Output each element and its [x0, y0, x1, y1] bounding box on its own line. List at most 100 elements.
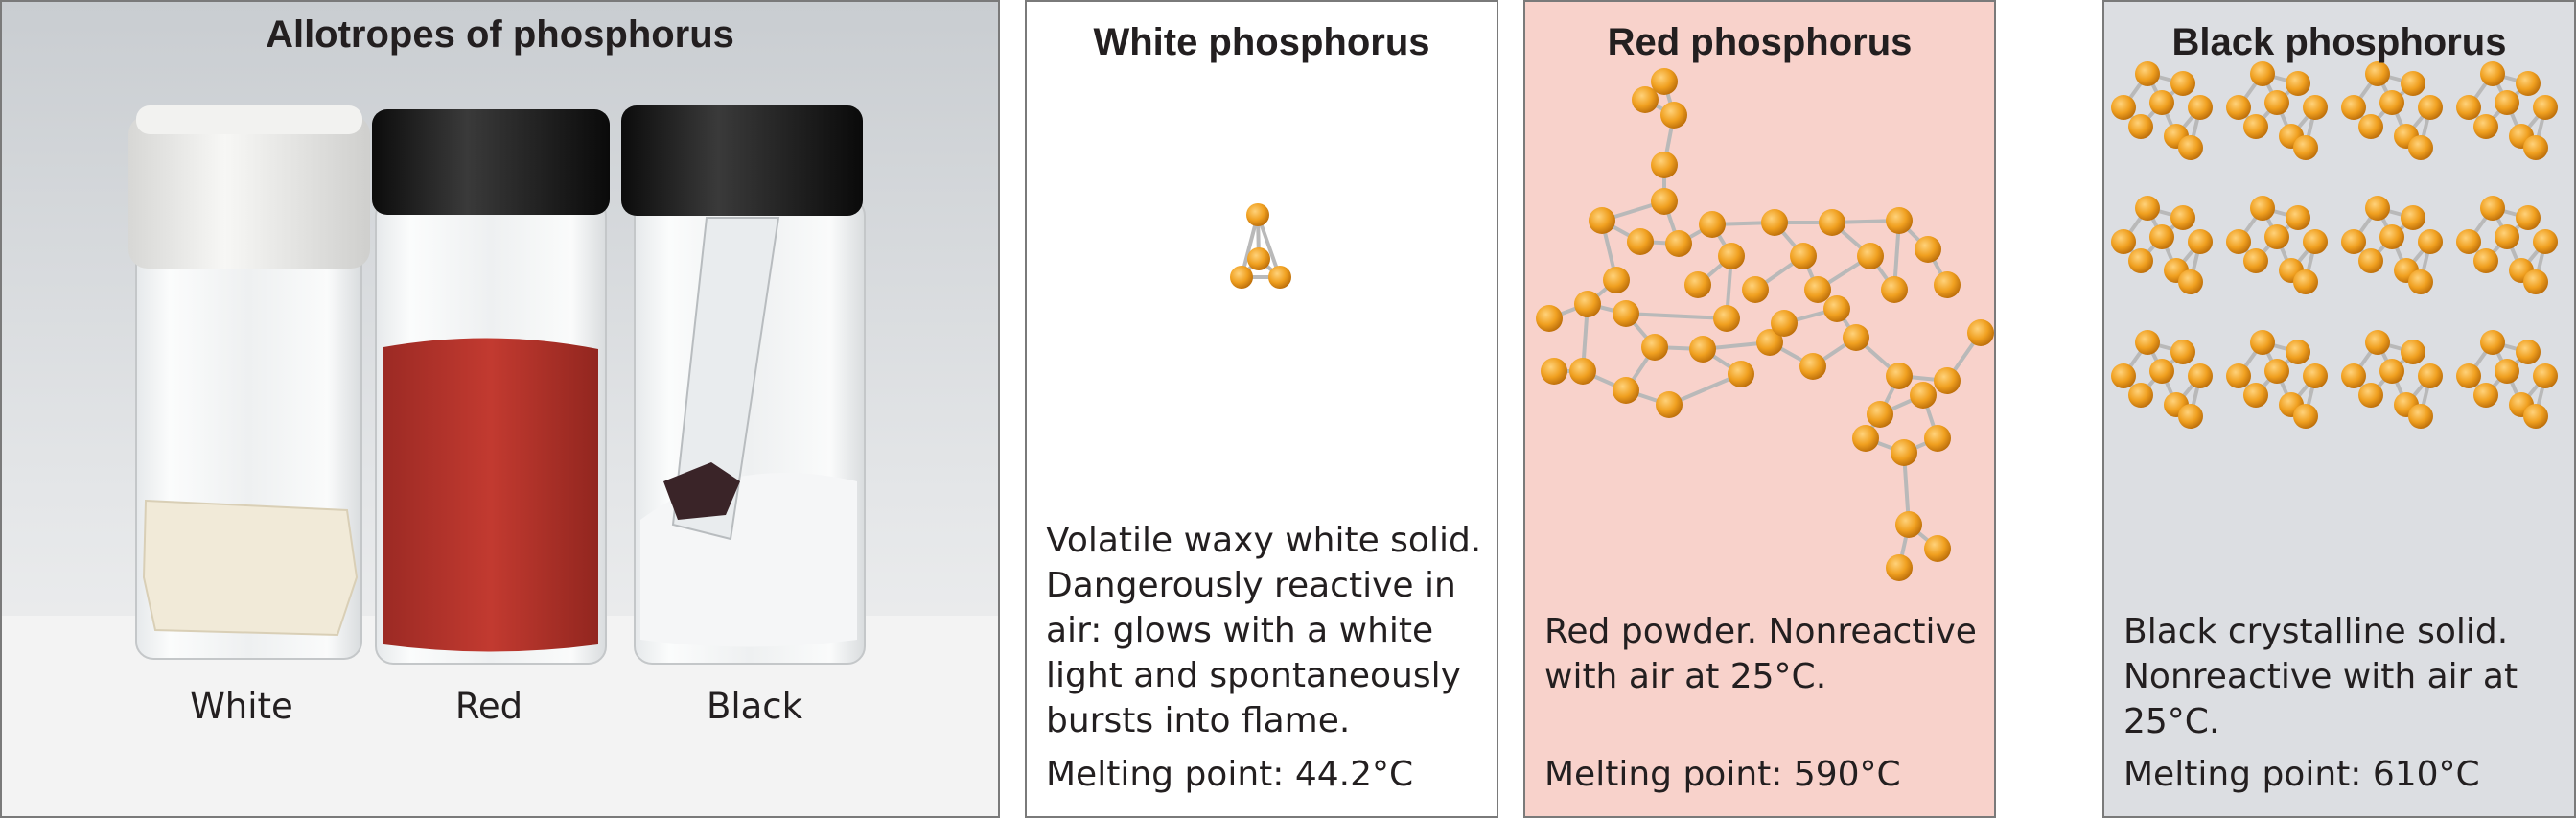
- phosphorus-atom: [2178, 135, 2203, 160]
- phosphorus-atom: [2379, 359, 2404, 384]
- phosphorus-atom: [1852, 425, 1879, 452]
- phosphorus-atom: [2523, 269, 2548, 294]
- phosphorus-atom: [1934, 271, 1961, 298]
- phosphorus-atom: [2293, 269, 2318, 294]
- phosphorus-atom: [1665, 230, 1692, 257]
- phosphorus-atom: [2533, 229, 2558, 254]
- phosphorus-atom: [1660, 102, 1687, 129]
- phosphorus-atom: [1915, 236, 1941, 263]
- description-line: 25°C.: [2123, 702, 2220, 741]
- phosphorus-atom: [1651, 188, 1678, 215]
- phosphorus-atom: [1713, 305, 1740, 332]
- phosphorus-atom: [1771, 310, 1798, 337]
- phosphorus-atom: [1804, 276, 1831, 303]
- phosphorus-atom: [2188, 95, 2213, 120]
- photo-panel: Allotropes of phosphorus White Red Black: [0, 0, 1000, 818]
- phosphorus-atom: [2135, 61, 2160, 86]
- phosphorus-atom: [2286, 71, 2310, 96]
- phosphorus-atom: [2188, 363, 2213, 388]
- description-line: Volatile waxy white solid.: [1046, 521, 1482, 560]
- phosphorus-atom: [2250, 330, 2275, 355]
- description-line: bursts into flame.: [1046, 701, 1351, 740]
- phosphorus-atom: [2495, 90, 2519, 115]
- phosphorus-atom: [1230, 266, 1253, 289]
- white-phosphorus-title: White phosphorus: [1093, 21, 1430, 63]
- phosphorus-atom: [2473, 383, 2498, 408]
- phosphorus-atom: [1574, 291, 1601, 317]
- phosphorus-atom: [1718, 243, 1745, 269]
- phosphorus-atom: [2365, 61, 2390, 86]
- phosphorus-atom: [2480, 330, 2505, 355]
- phosphorus-atom: [2533, 363, 2558, 388]
- phosphorus-atom: [2418, 229, 2443, 254]
- description-line: light and spontaneously: [1046, 656, 1461, 695]
- phosphorus-atom: [2170, 340, 2195, 364]
- phosphorus-atom: [2523, 404, 2548, 429]
- phosphorus-atom: [2456, 95, 2481, 120]
- phosphorus-atom: [2226, 363, 2251, 388]
- phosphorus-atom: [2128, 383, 2153, 408]
- phosphorus-atom: [2243, 114, 2268, 139]
- phosphorus-atom: [1632, 86, 1659, 113]
- black-phosphorus-title: Black phosphorus: [2171, 21, 2507, 63]
- phosphorus-atom: [2341, 95, 2366, 120]
- phosphorus-atom: [2250, 61, 2275, 86]
- phosphorus-atom: [2293, 404, 2318, 429]
- phosphorus-atom: [1651, 152, 1678, 178]
- phosphorus-atom: [2226, 229, 2251, 254]
- phosphorus-atom: [2401, 71, 2425, 96]
- phosphorus-atom: [2226, 95, 2251, 120]
- phosphorus-atom: [2341, 363, 2366, 388]
- vial-label-black: Black: [706, 686, 803, 727]
- bond: [1625, 312, 1728, 320]
- white-phosphorus-panel: White phosphorus Volatile waxy white sol…: [1025, 0, 1498, 818]
- phosphorus-atom: [1641, 334, 1668, 361]
- phosphorus-atom: [1656, 391, 1683, 418]
- phosphorus-atom: [2341, 229, 2366, 254]
- phosphorus-atom: [2401, 205, 2425, 230]
- phosphorus-atom: [2480, 61, 2505, 86]
- phosphorus-atom: [1881, 276, 1908, 303]
- phosphorus-atom: [2495, 224, 2519, 249]
- phosphorus-atom: [2149, 359, 2174, 384]
- phosphorus-atom: [1886, 554, 1913, 581]
- phosphorus-atom: [2401, 340, 2425, 364]
- black-phosphorus-description: Black crystalline solid. Nonreactive wit…: [2123, 609, 2518, 744]
- phosphorus-atom: [2495, 359, 2519, 384]
- phosphorus-atom: [1536, 305, 1563, 332]
- phosphorus-atom: [1756, 329, 1783, 356]
- phosphorus-atom: [1268, 266, 1291, 289]
- phosphorus-atom: [2264, 90, 2289, 115]
- phosphorus-atom: [1761, 209, 1788, 236]
- black-phosphorus-melting-point: Melting point: 610°C: [2123, 755, 2480, 794]
- phosphorus-atom: [1819, 209, 1845, 236]
- phosphorus-atom: [1699, 211, 1726, 238]
- phosphorus-atom: [1934, 367, 1961, 394]
- phosphorus-atom: [1728, 361, 1754, 387]
- phosphorus-atom: [1627, 228, 1654, 255]
- phosphorus-atom: [1895, 511, 1922, 538]
- phosphorus-atom: [2243, 383, 2268, 408]
- vial-label-white: White: [190, 686, 293, 727]
- phosphorus-atom: [2516, 205, 2541, 230]
- phosphorus-atom: [2456, 363, 2481, 388]
- phosphorus-atom: [2473, 114, 2498, 139]
- phosphorus-atom: [2303, 229, 2328, 254]
- red-phosphorus-description: Red powder. Nonreactive with air at 25°C…: [1544, 609, 1977, 699]
- phosphorus-atom: [2293, 135, 2318, 160]
- phosphorus-atom: [1886, 363, 1913, 389]
- phosphorus-atom: [2178, 404, 2203, 429]
- phosphorus-atom: [2365, 330, 2390, 355]
- phosphorus-atom: [1569, 358, 1596, 385]
- description-line: Red powder. Nonreactive: [1544, 612, 1977, 651]
- phosphorus-atom: [1857, 243, 1884, 269]
- phosphorus-atom: [1799, 353, 1826, 380]
- red-phosphorus-melting-point: Melting point: 590°C: [1544, 755, 1901, 794]
- phosphorus-atom: [1910, 382, 1937, 409]
- phosphorus-atom: [1843, 324, 1869, 351]
- phosphorus-atom: [1689, 336, 1716, 363]
- phosphorus-atom: [1867, 401, 1893, 428]
- description-line: with air at 25°C.: [1544, 657, 1827, 696]
- phosphorus-atom: [2358, 114, 2383, 139]
- phosphorus-atom: [2456, 229, 2481, 254]
